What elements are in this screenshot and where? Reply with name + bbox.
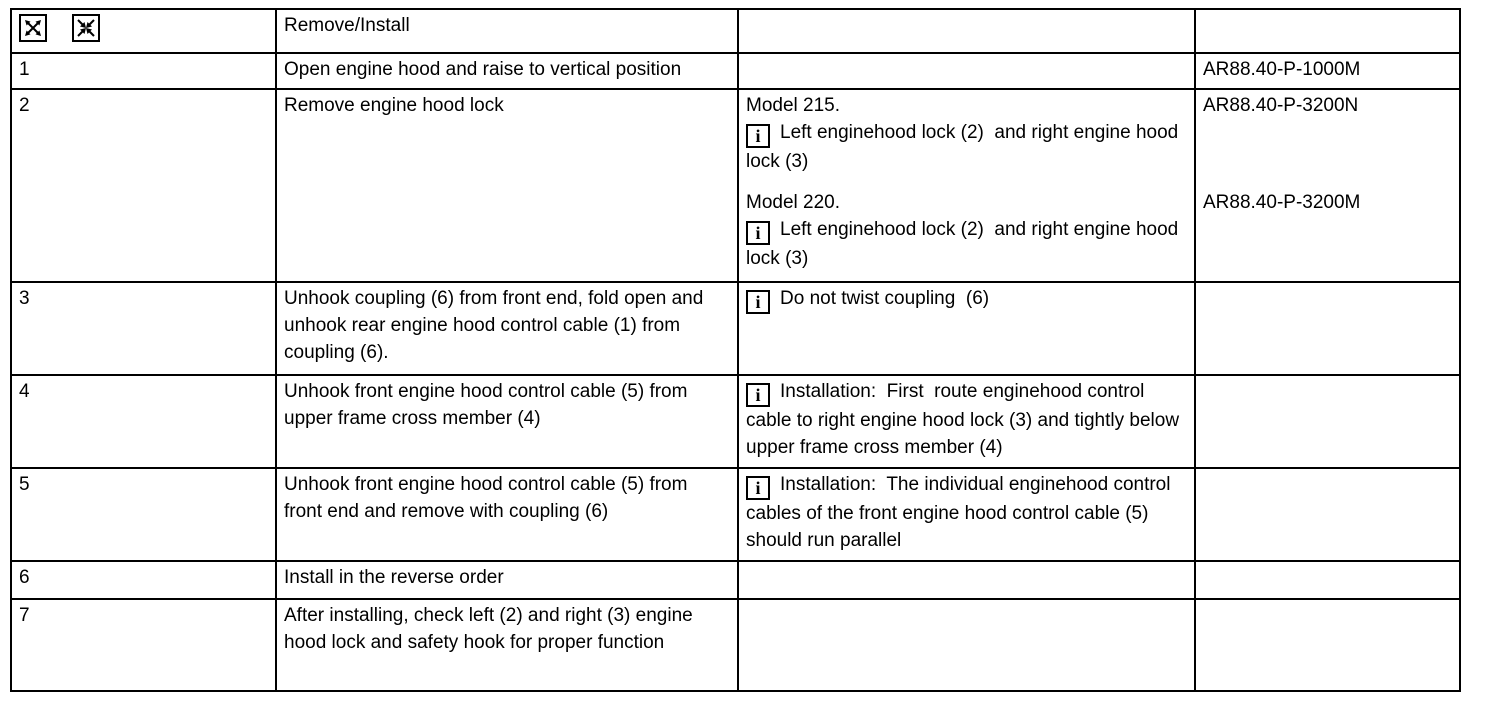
ref-cell (1194, 598, 1461, 692)
notes-cell (737, 598, 1196, 692)
info-text: Do not twist coupling (6) (780, 288, 990, 309)
action-text: Unhook front engine hood control cable (… (284, 381, 693, 429)
action-text: Unhook front engine hood control cable (… (284, 474, 693, 522)
header-notes-cell (737, 8, 1196, 54)
procedure-table: Remove/Install 1 Open engine hood and ra… (10, 8, 1461, 692)
model-text: Model 215. (746, 95, 841, 116)
step-number: 1 (19, 59, 30, 80)
collapse-arrows-icon[interactable] (72, 14, 101, 42)
action-cell: Open engine hood and raise to vertical p… (275, 52, 739, 90)
info-text: Installation: First route enginehood con… (746, 381, 1185, 458)
info-icon: i (746, 290, 770, 314)
model-text: Model 220. (746, 192, 841, 213)
ref-cell: AR88.40-P-1000M (1194, 52, 1461, 90)
document-ref: AR88.40-P-1000M (1203, 59, 1361, 80)
step-cell: 5 (10, 467, 277, 562)
step-cell: 7 (10, 598, 277, 692)
action-text: After installing, check left (2) and rig… (284, 605, 698, 653)
step-number: 5 (19, 474, 30, 495)
action-cell: Unhook front engine hood control cable (… (275, 467, 739, 562)
ref-cell (1194, 281, 1461, 376)
ref-cell: AR88.40-P-3200N AR88.40-P-3200M (1194, 88, 1461, 283)
step-number: 7 (19, 605, 30, 626)
table-header-row: Remove/Install (10, 8, 1461, 54)
notes-cell: i Do not twist coupling (6) (737, 281, 1196, 376)
info-icon: i (746, 124, 770, 148)
model-line: Model 220. (746, 189, 1187, 216)
table-row: 6 Install in the reverse order (10, 560, 1461, 600)
header-ref-cell (1194, 8, 1461, 54)
step-cell: 3 (10, 281, 277, 376)
action-text: Open engine hood and raise to vertical p… (284, 59, 682, 80)
step-cell: 2 (10, 88, 277, 283)
table-row: 4 Unhook front engine hood control cable… (10, 374, 1461, 469)
action-cell: After installing, check left (2) and rig… (275, 598, 739, 692)
step-number: 4 (19, 381, 30, 402)
ref-cell (1194, 374, 1461, 469)
info-line: i Do not twist coupling (6) (746, 285, 1187, 314)
table-row: 3 Unhook coupling (6) from front end, fo… (10, 281, 1461, 376)
ref-cell (1194, 560, 1461, 600)
notes-cell (737, 560, 1196, 600)
step-cell: 1 (10, 52, 277, 90)
column-header-action: Remove/Install (284, 15, 410, 36)
header-icons-cell (10, 8, 277, 54)
notes-cell (737, 52, 1196, 90)
info-text: Left enginehood lock (2) and right engin… (746, 122, 1184, 172)
action-text: Remove engine hood lock (284, 95, 504, 116)
step-number: 3 (19, 288, 30, 309)
info-text: Left enginehood lock (2) and right engin… (746, 219, 1184, 269)
table-row: 5 Unhook front engine hood control cable… (10, 467, 1461, 562)
action-text: Unhook coupling (6) from front end, fold… (284, 288, 709, 363)
document-ref: AR88.40-P-3200M (1203, 192, 1361, 213)
info-icon: i (746, 476, 770, 500)
action-text: Install in the reverse order (284, 567, 504, 588)
ref-cell (1194, 467, 1461, 562)
model-line: Model 215. (746, 92, 1187, 119)
step-number: 6 (19, 567, 30, 588)
document-ref: AR88.40-P-3200N (1203, 95, 1359, 116)
info-icon: i (746, 221, 770, 245)
step-cell: 6 (10, 560, 277, 600)
expand-arrows-icon[interactable] (19, 14, 47, 42)
action-cell: Unhook coupling (6) from front end, fold… (275, 281, 739, 376)
table-row: 1 Open engine hood and raise to vertical… (10, 52, 1461, 90)
action-cell: Unhook front engine hood control cable (… (275, 374, 739, 469)
step-cell: 4 (10, 374, 277, 469)
action-cell: Remove engine hood lock (275, 88, 739, 283)
table-row: 7 After installing, check left (2) and r… (10, 598, 1461, 692)
action-cell: Install in the reverse order (275, 560, 739, 600)
step-number: 2 (19, 95, 30, 116)
header-action-cell: Remove/Install (275, 8, 739, 54)
info-icon: i (746, 383, 770, 407)
info-text: Installation: The individual enginehood … (746, 474, 1176, 551)
